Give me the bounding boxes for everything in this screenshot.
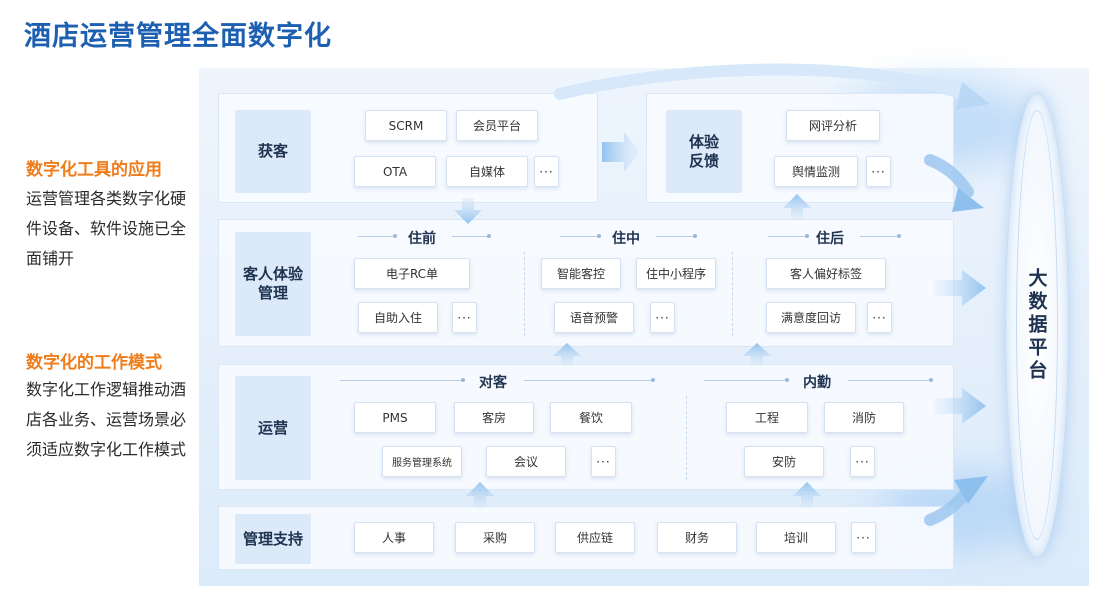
mgmt-to-platform-arrow — [924, 484, 974, 526]
self-media-button[interactable]: 自媒体 — [446, 156, 528, 187]
meeting-button[interactable]: 会议 — [486, 446, 566, 477]
member-platform-button[interactable]: 会员平台 — [456, 110, 538, 141]
stage-before-line-left — [358, 234, 397, 238]
stage-after-line-left — [768, 234, 809, 238]
mgmt-up-arrow-left — [466, 482, 494, 508]
stage-after-title: 住后 — [816, 231, 844, 247]
smart-room-control-button[interactable]: 智能客控 — [541, 258, 621, 289]
scrm-button[interactable]: SCRM — [365, 110, 447, 141]
stay-miniprogram-button[interactable]: 住中小程序 — [636, 258, 716, 289]
stage-during-line-right — [656, 234, 697, 238]
feedback-up-arrow — [783, 194, 811, 220]
during-more-button[interactable]: ··· — [650, 302, 675, 333]
big-data-platform-ring — [1016, 110, 1058, 540]
tools-description: 运营管理各类数字化硬件设备、软件设施已全面铺开 — [26, 189, 187, 268]
satisfaction-followup-button[interactable]: 满意度回访 — [766, 302, 856, 333]
mgmt-to-platform-head — [954, 476, 988, 504]
customer-line-left — [340, 378, 465, 382]
feedback-label: 体验 反馈 — [666, 110, 742, 193]
stage-divider-1 — [524, 252, 525, 336]
operations-label: 运营 — [235, 376, 311, 480]
customer-line-right — [524, 378, 655, 382]
ops-up-arrow-left — [553, 343, 581, 366]
stage-during-title: 住中 — [612, 231, 640, 247]
procurement-button[interactable]: 采购 — [455, 522, 535, 553]
work-mode-heading: 数字化的工作模式 — [26, 353, 162, 373]
guest-experience-label: 客人体验 管理 — [235, 232, 311, 336]
management-label: 管理支持 — [235, 514, 311, 564]
electronic-rc-button[interactable]: 电子RC单 — [354, 258, 470, 289]
feedback-more-button[interactable]: ··· — [866, 156, 891, 187]
mgmt-up-arrow-right — [793, 482, 821, 508]
management-more-button[interactable]: ··· — [851, 522, 876, 553]
feedback-to-acquire-arrow — [602, 132, 640, 172]
service-management-button[interactable]: 服务管理系统 — [382, 446, 462, 477]
acquire-down-arrow — [454, 198, 482, 224]
before-more-button[interactable]: ··· — [452, 302, 477, 333]
finance-button[interactable]: 财务 — [657, 522, 737, 553]
top-arc-arrow — [554, 63, 974, 102]
engineering-button[interactable]: 工程 — [726, 402, 808, 433]
supply-chain-button[interactable]: 供应链 — [555, 522, 635, 553]
work-mode-description: 数字化工作逻辑推动酒店各业务、运营场景必须适应数字化工作模式 — [26, 380, 187, 459]
tools-heading: 数字化工具的应用 — [26, 160, 162, 180]
dining-button[interactable]: 餐饮 — [550, 402, 632, 433]
self-checkin-button[interactable]: 自助入住 — [358, 302, 438, 333]
fire-safety-button[interactable]: 消防 — [824, 402, 904, 433]
ota-button[interactable]: OTA — [354, 156, 436, 187]
acquire-more-button[interactable]: ··· — [534, 156, 559, 187]
after-more-button[interactable]: ··· — [867, 302, 892, 333]
stage-after-line-right — [860, 234, 901, 238]
operations-divider — [686, 396, 687, 480]
stage-divider-2 — [732, 252, 733, 336]
acquire-label: 获客 — [235, 110, 311, 193]
stage-before-line-right — [452, 234, 491, 238]
voice-alert-button[interactable]: 语音预警 — [554, 302, 634, 333]
page-title: 酒店运营管理全面数字化 — [24, 21, 332, 52]
feedback-to-platform-head — [952, 188, 984, 212]
review-analysis-button[interactable]: 网评分析 — [786, 110, 880, 141]
internal-line-right — [848, 378, 933, 382]
feedback-to-platform-arrow — [924, 154, 974, 198]
internal-line-left — [704, 378, 789, 382]
room-button[interactable]: 客房 — [454, 402, 534, 433]
customer-facing-title: 对客 — [479, 375, 507, 391]
hr-button[interactable]: 人事 — [354, 522, 434, 553]
ops-up-arrow-right — [743, 343, 771, 366]
guest-to-platform-arrow — [934, 270, 986, 306]
top-arc-arrow-head — [956, 82, 990, 110]
sentiment-monitor-button[interactable]: 舆情监测 — [774, 156, 858, 187]
internal-title: 内勤 — [803, 375, 831, 391]
training-button[interactable]: 培训 — [756, 522, 836, 553]
pms-button[interactable]: PMS — [354, 402, 436, 433]
stage-during-line-left — [560, 234, 601, 238]
ops-to-platform-arrow — [934, 388, 986, 424]
security-button[interactable]: 安防 — [744, 446, 824, 477]
guest-preference-tag-button[interactable]: 客人偏好标签 — [766, 258, 886, 289]
customer-more-button[interactable]: ··· — [591, 446, 616, 477]
internal-more-button[interactable]: ··· — [850, 446, 875, 477]
stage-before-title: 住前 — [408, 231, 436, 247]
